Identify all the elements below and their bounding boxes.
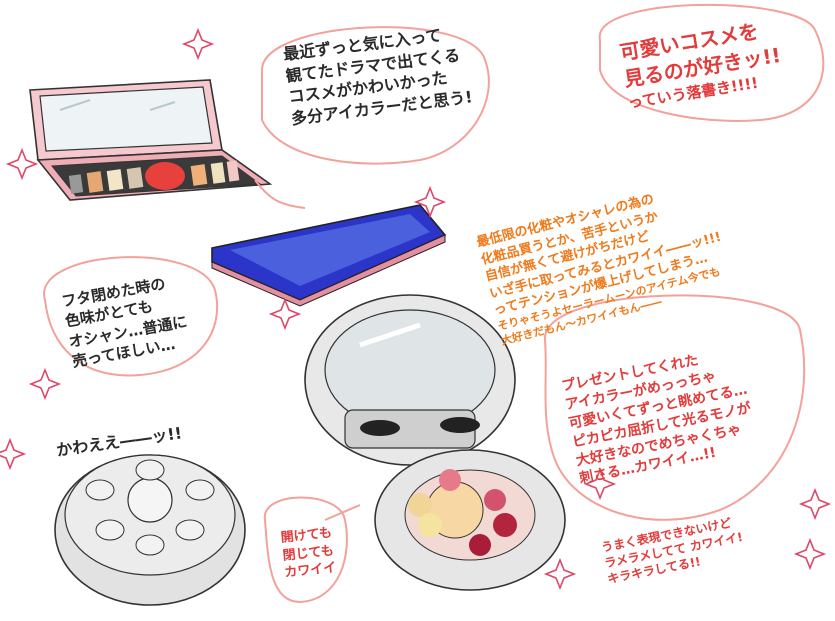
bottom-small-comment: 開けても 閉じても カワイイ (280, 525, 337, 583)
pink-eyeshadow-palette (29, 79, 273, 201)
bubble-outline-top-right (598, 3, 825, 122)
sparkle-icon (268, 297, 302, 331)
arrow-to-compact (324, 504, 361, 521)
blue-closed-palette (211, 204, 447, 307)
sparkle-icon (798, 487, 832, 521)
bubble-outline-right-bottom (543, 294, 806, 521)
bubble-outline-top-center (261, 26, 490, 165)
sparkle-icon (543, 557, 577, 591)
open-round-compact (304, 294, 566, 591)
sparkle-icon (5, 147, 39, 181)
closed-flower-compact (54, 454, 246, 606)
bubble-outline-bottom-small (263, 496, 348, 604)
sparkle-icon (413, 185, 447, 219)
bubble-outline-left-mid (43, 256, 219, 377)
sparkle-icon (181, 27, 215, 61)
sparkle-icon (583, 467, 617, 501)
sparkle-icon (0, 437, 27, 471)
arrow-to-blue-palette (254, 179, 306, 209)
sparkle-icon (793, 537, 827, 571)
sparkle-icon (28, 367, 62, 401)
